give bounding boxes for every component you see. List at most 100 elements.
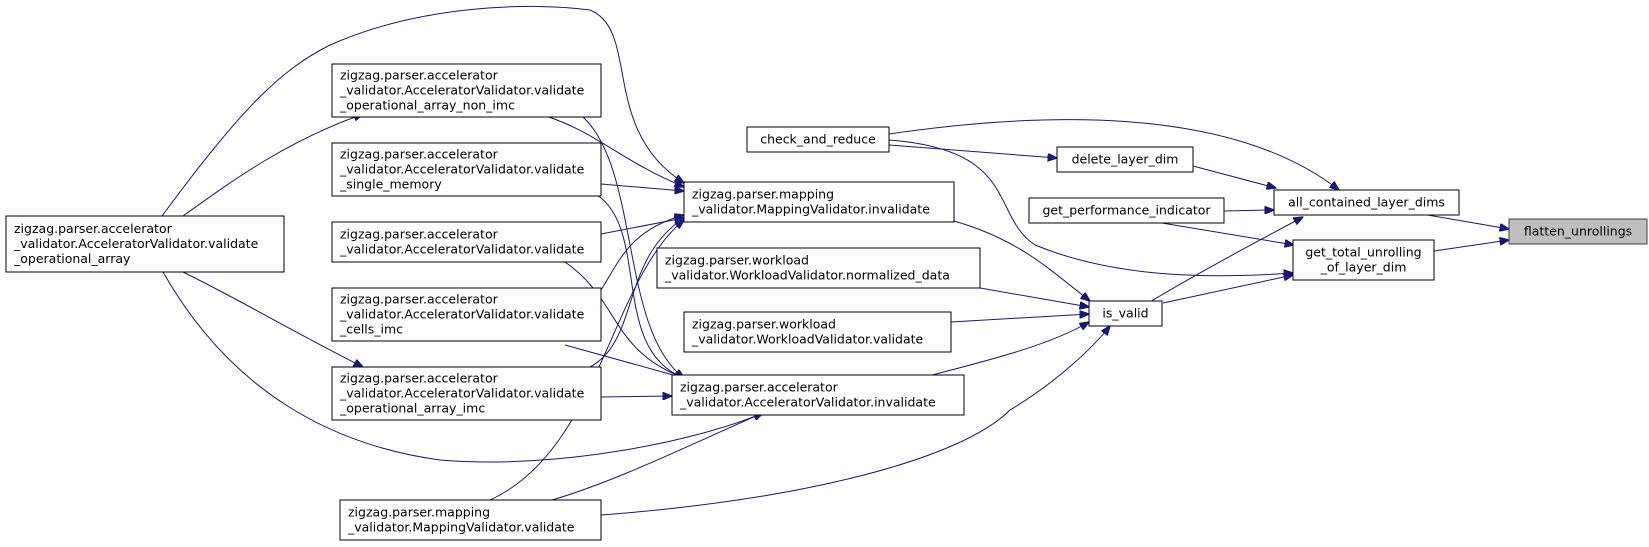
edge-accel-invalidate-to-is-valid: [931, 322, 1089, 376]
node-box: [331, 142, 602, 197]
node-label-line: _operational_array: [13, 251, 131, 266]
edge-validate-to-mapping-invalidate: [600, 218, 684, 235]
node-label-line: _validator.AcceleratorValidator.validate: [339, 83, 585, 98]
node-box: [1056, 146, 1194, 173]
edge-validate-to-accel-invalidate: [564, 261, 684, 378]
node-label-line: _validator.MappingValidator.validate: [347, 520, 575, 535]
node-box: [5, 215, 285, 273]
node-flatten-unrollings[interactable]: flatten_unrollings: [1508, 218, 1648, 245]
node-label-line: _single_memory: [339, 177, 442, 192]
node-workload-normalized-data[interactable]: zigzag.parser.workload_validator.Workloa…: [656, 247, 981, 289]
node-label-line: zigzag.parser.mapping: [348, 505, 490, 520]
edge-op-array-to-op-array-imc: [182, 271, 363, 367]
nodes: flatten_unrollings all_contained_layer_di…: [5, 63, 1648, 541]
node-label-line: _validator.AcceleratorValidator.validate: [339, 386, 585, 401]
node-get-total-unrolling-of-layer-dim[interactable]: get_total_unrolling_of_layer_dim: [1292, 239, 1435, 281]
node-label-line: delete_layer_dim: [1072, 152, 1179, 167]
node-workload-validate[interactable]: zigzag.parser.workload_validator.Workloa…: [683, 311, 952, 353]
node-all-contained-layer-dims[interactable]: all_contained_layer_dims: [1273, 189, 1460, 216]
node-box: [1292, 239, 1435, 281]
edge-op-array-to-accel-invalidate: [162, 271, 763, 463]
node-label-line: zigzag.parser.accelerator: [340, 227, 499, 242]
node-label-line: zigzag.parser.accelerator: [340, 292, 499, 307]
edge-mapping-invalidate-to-is-valid: [953, 220, 1090, 301]
node-mapping-validate[interactable]: zigzag.parser.mapping_validator.MappingV…: [339, 499, 602, 541]
edge-check-and-reduce-to-get-total: [888, 139, 1293, 276]
node-label-line: _validator.WorkloadValidator.normalized_…: [664, 268, 950, 283]
node-is-valid[interactable]: is_valid: [1088, 300, 1163, 327]
edge-op-array-imc-to-accel-invalidate: [600, 396, 672, 397]
edge-perf-indicator-to-all-contained: [1223, 210, 1274, 211]
node-accel-op-array-non-imc[interactable]: zigzag.parser.accelerator_validator.Acce…: [331, 63, 602, 118]
edge-normalized-data-to-is-valid: [979, 287, 1089, 307]
node-accel-single-memory[interactable]: zigzag.parser.accelerator_validator.Acce…: [331, 142, 602, 197]
edge-perf-indicator-to-get-total: [1149, 220, 1294, 245]
edge-workload-validate-to-is-valid: [950, 314, 1089, 323]
edge-delete-layer-dim-to-all-contained: [1192, 165, 1276, 188]
node-get-performance-indicator[interactable]: get_performance_indicator: [1028, 197, 1225, 224]
node-label-line: _operational_array_non_imc: [339, 98, 515, 113]
node-label-line: zigzag.parser.accelerator: [680, 380, 839, 395]
node-box: [671, 374, 965, 416]
node-label-line: _validator.AcceleratorValidator.validate: [339, 242, 585, 257]
node-label-line: _validator.AcceleratorValidator.validate: [339, 162, 585, 177]
node-label-line: _validator.WorkloadValidator.validate: [691, 332, 924, 347]
edge-cells-imc-to-mapping-invalidate: [600, 215, 684, 291]
node-accel-invalidate[interactable]: zigzag.parser.accelerator_validator.Acce…: [671, 374, 965, 416]
node-label-line: _validator.AcceleratorValidator.invalida…: [679, 395, 936, 410]
node-box: [331, 221, 602, 263]
node-label-line: _validator.AcceleratorValidator.validate: [339, 307, 585, 322]
edge-get-total-to-flatten: [1433, 240, 1509, 252]
node-label-line: all_contained_layer_dims: [1288, 195, 1445, 210]
node-box: [683, 311, 952, 353]
node-mapping-invalidate[interactable]: zigzag.parser.mapping_validator.MappingV…: [683, 181, 955, 223]
edge-is-valid-to-get-total: [1162, 275, 1293, 304]
node-label-line: zigzag.parser.workload: [665, 253, 809, 268]
node-label-line: _of_layer_dim: [1320, 260, 1407, 275]
node-check-and-reduce[interactable]: check_and_reduce: [746, 126, 890, 153]
node-accel-op-array-imc[interactable]: zigzag.parser.accelerator_validator.Acce…: [331, 366, 602, 421]
edge-is-valid-to-all-contained: [1147, 217, 1303, 304]
node-accel-op-array[interactable]: zigzag.parser.accelerator_validator.Acce…: [5, 215, 285, 273]
node-label-line: _cells_imc: [339, 322, 403, 337]
node-box: [331, 63, 602, 118]
edge-check-and-reduce-to-delete: [888, 144, 1057, 158]
node-delete-layer-dim[interactable]: delete_layer_dim: [1056, 146, 1194, 173]
edge-op-array-to-non-imc: [182, 114, 363, 217]
edge-non-imc-to-mapping-invalidate: [548, 116, 684, 187]
edge-single-memory-to-accel-invalidate: [596, 194, 684, 378]
node-label-line: zigzag.parser.accelerator: [340, 147, 499, 162]
node-box: [1028, 197, 1225, 224]
node-label-line: zigzag.parser.workload: [692, 317, 836, 332]
node-label-line: _validator.MappingValidator.invalidate: [691, 202, 930, 217]
node-label-line: get_total_unrolling: [1305, 245, 1421, 260]
node-label-line: check_and_reduce: [760, 132, 876, 147]
node-label-line: zigzag.parser.mapping: [692, 187, 834, 202]
node-box: [331, 287, 602, 342]
node-box: [331, 366, 602, 421]
node-accel-cells-imc[interactable]: zigzag.parser.accelerator_validator.Acce…: [331, 287, 602, 342]
edge-non-imc-to-accel-invalidate: [582, 116, 684, 378]
node-label-line: zigzag.parser.accelerator: [14, 221, 173, 236]
node-box: [746, 126, 890, 153]
node-accel-validate[interactable]: zigzag.parser.accelerator_validator.Acce…: [331, 221, 602, 263]
edge-mapping-validate-to-is-valid: [600, 326, 1110, 516]
node-box: [339, 499, 602, 541]
node-box: [1088, 300, 1163, 327]
edge-single-memory-to-mapping-invalidate: [600, 183, 684, 191]
edge-op-array-to-mapping-invalidate: [161, 5, 684, 217]
node-box: [683, 181, 955, 223]
edge-op-array-imc-to-mapping-invalidate: [589, 218, 684, 368]
node-label-line: _validator.AcceleratorValidator.validate: [13, 236, 259, 251]
node-label-line: _operational_array_imc: [339, 401, 485, 416]
edge-mapping-validate-to-accel-invalidate: [551, 413, 763, 501]
node-label-line: zigzag.parser.accelerator: [340, 371, 499, 386]
edge-check-and-reduce-to-all-contained: [888, 119, 1339, 190]
node-label-line: is_valid: [1102, 306, 1148, 321]
edge-cells-imc-to-accel-invalidate: [564, 344, 684, 378]
node-box: [1508, 218, 1648, 245]
node-label-line: flatten_unrollings: [1524, 224, 1632, 239]
node-box: [1273, 189, 1460, 216]
node-label-line: get_performance_indicator: [1042, 203, 1211, 218]
